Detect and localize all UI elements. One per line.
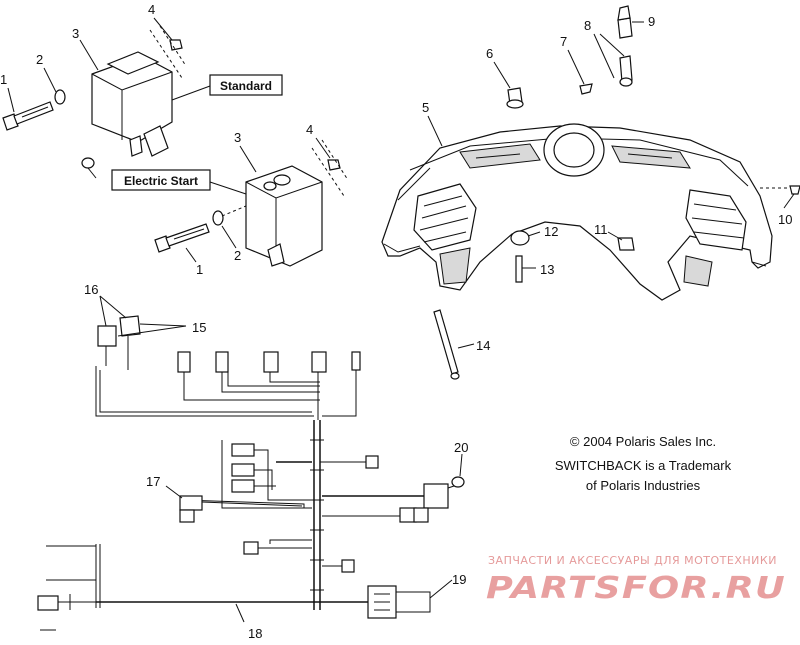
watermark: ЗАПЧАСТИ И АКСЕССУАРЫ ДЛЯ МОТОТЕХНИКИ PA… — [486, 554, 786, 606]
left-vent — [413, 183, 477, 285]
module-box-standard — [91, 51, 211, 157]
callout-11: 11 — [594, 222, 608, 237]
ring-terminal-part — [81, 157, 97, 179]
callout-2: 2 — [36, 52, 43, 67]
callout-3: 3 — [234, 130, 241, 145]
watermark-tagline: ЗАПЧАСТИ И АКСЕССУАРЫ ДЛЯ МОТОТЕХНИКИ — [488, 554, 777, 567]
dash-hardware — [433, 5, 800, 380]
wire-harness — [37, 315, 465, 631]
callout-16: 16 — [84, 282, 98, 297]
callout-7: 7 — [560, 34, 567, 49]
copyright-block: © 2004 Polaris Sales Inc. SWITCHBACK is … — [555, 434, 732, 493]
callout-1: 1 — [196, 262, 203, 277]
washer-part — [212, 210, 224, 226]
callout-5: 5 — [422, 100, 429, 115]
trademark-line-2: of Polaris Industries — [586, 478, 701, 493]
module-box-electric-start — [245, 165, 323, 267]
callout-15: 15 — [192, 320, 206, 335]
electric-start-module-assembly: Electric Start — [111, 139, 349, 267]
right-vent — [683, 189, 747, 287]
standard-module-assembly: Standard — [2, 25, 283, 179]
callout-4: 4 — [148, 2, 155, 17]
electric-start-label-box: Electric Start — [111, 169, 211, 191]
trademark-line-1: SWITCHBACK is a Trademark — [555, 458, 732, 473]
callout-9: 9 — [648, 14, 655, 29]
standard-label: Standard — [220, 79, 272, 93]
standard-label-box: Standard — [209, 74, 283, 96]
callout-1: 1 — [0, 72, 7, 87]
callout-20: 20 — [454, 440, 468, 455]
callout-3: 3 — [72, 26, 79, 41]
callout-4: 4 — [306, 122, 313, 137]
callout-17: 17 — [146, 474, 160, 489]
callout-8: 8 — [584, 18, 591, 33]
nut-part — [149, 25, 187, 79]
console-dash — [381, 123, 773, 301]
nut-part — [311, 139, 349, 197]
callout-2: 2 — [234, 248, 241, 263]
bolt-part — [2, 101, 54, 131]
callout-19: 19 — [452, 572, 466, 587]
callout-12: 12 — [544, 224, 558, 239]
callout-10: 10 — [778, 212, 792, 227]
copyright-text: © 2004 Polaris Sales Inc. — [570, 434, 716, 449]
callout-6: 6 — [486, 46, 493, 61]
callout-13: 13 — [540, 262, 554, 277]
callout-14: 14 — [476, 338, 490, 353]
washer-part — [54, 89, 66, 105]
leader-lines — [7, 17, 795, 623]
bolt-part — [154, 223, 210, 253]
watermark-brand: PARTSFOR.RU — [486, 571, 786, 606]
callout-18: 18 — [248, 626, 262, 641]
electric-start-label: Electric Start — [124, 174, 198, 188]
